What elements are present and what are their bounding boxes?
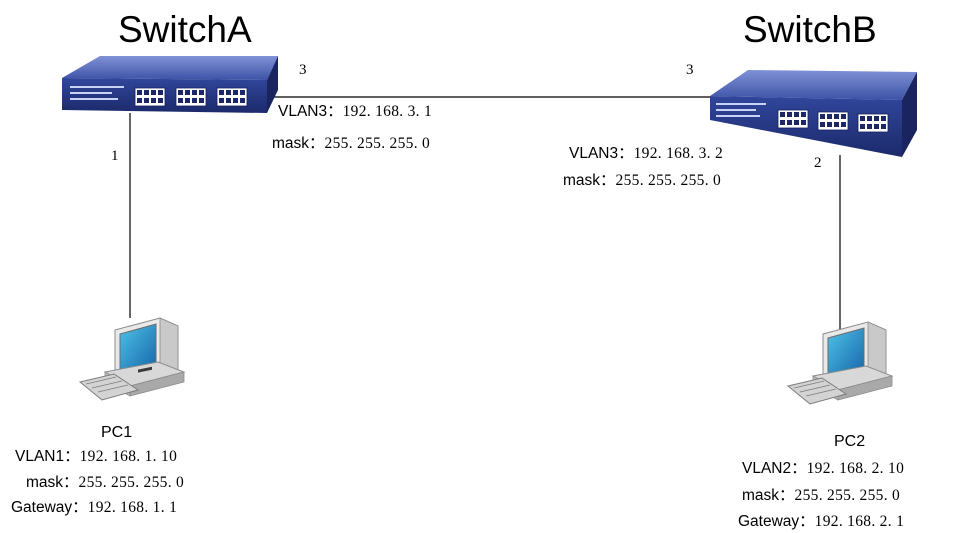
switch-b-icon: [710, 70, 917, 157]
pc1-vlan-info: VLAN1：192. 168. 1. 10: [15, 446, 177, 468]
pc1-name: PC1: [101, 424, 133, 441]
switch-a-mask: 255. 255. 255. 0: [324, 135, 431, 152]
pc1-gateway-label: Gateway：: [11, 499, 88, 516]
switch-b-vlan-ip: 192. 168. 3. 2: [633, 145, 724, 162]
pc2-gateway-label: Gateway：: [738, 513, 815, 530]
switch-a-vlan-info: VLAN3：192. 168. 3. 1: [278, 101, 432, 123]
pc1-mask: 255. 255. 255. 0: [78, 474, 185, 491]
pc1-mask-info: mask：255. 255. 255. 0: [26, 472, 184, 494]
switch-a-mask-label: mask：: [272, 135, 325, 152]
switch-a-mask-info: mask：255. 255. 255. 0: [272, 133, 430, 155]
switch-a-vlan-ip: 192. 168. 3. 1: [342, 103, 433, 120]
switch-b-vlan-info: VLAN3：192. 168. 3. 2: [569, 143, 723, 165]
switch-b-vlan-label: VLAN3：: [569, 145, 634, 162]
switch-b-mask-label: mask：: [563, 172, 616, 189]
pc2-vlan-ip: 192. 168. 2. 10: [806, 460, 905, 477]
pc1-vlan-ip: 192. 168. 1. 10: [79, 448, 178, 465]
switch-a-port-pc: 1: [111, 148, 119, 164]
pc1-gateway-info: Gateway：192. 168. 1. 1: [11, 497, 177, 519]
pc1-icon: [78, 317, 186, 401]
switch-b-title: SwitchB: [743, 9, 877, 50]
switch-a-icon: [62, 56, 278, 113]
pc2-mask-info: mask：255. 255. 255. 0: [742, 485, 900, 507]
switch-a-title: SwitchA: [118, 9, 252, 50]
switch-a-port-uplink: 3: [299, 62, 307, 78]
pc2-gateway: 192. 168. 2. 1: [814, 513, 905, 530]
switch-b-port-uplink: 3: [686, 62, 694, 78]
pc2-vlan-label: VLAN2：: [742, 460, 807, 477]
switch-b-port-pc: 2: [814, 155, 822, 171]
pc2-gateway-info: Gateway：192. 168. 2. 1: [738, 511, 904, 533]
pc1-vlan-label: VLAN1：: [15, 448, 80, 465]
switch-a-vlan-label: VLAN3：: [278, 103, 343, 120]
pc2-icon: [786, 321, 894, 405]
switch-b-mask: 255. 255. 255. 0: [615, 172, 722, 189]
switch-b-mask-info: mask：255. 255. 255. 0: [563, 170, 721, 192]
pc2-mask-label: mask：: [742, 487, 795, 504]
pc1-gateway: 192. 168. 1. 1: [87, 499, 178, 516]
pc1-mask-label: mask：: [26, 474, 79, 491]
pc2-vlan-info: VLAN2：192. 168. 2. 10: [742, 458, 904, 480]
pc2-name: PC2: [834, 433, 866, 450]
pc2-mask: 255. 255. 255. 0: [794, 487, 901, 504]
